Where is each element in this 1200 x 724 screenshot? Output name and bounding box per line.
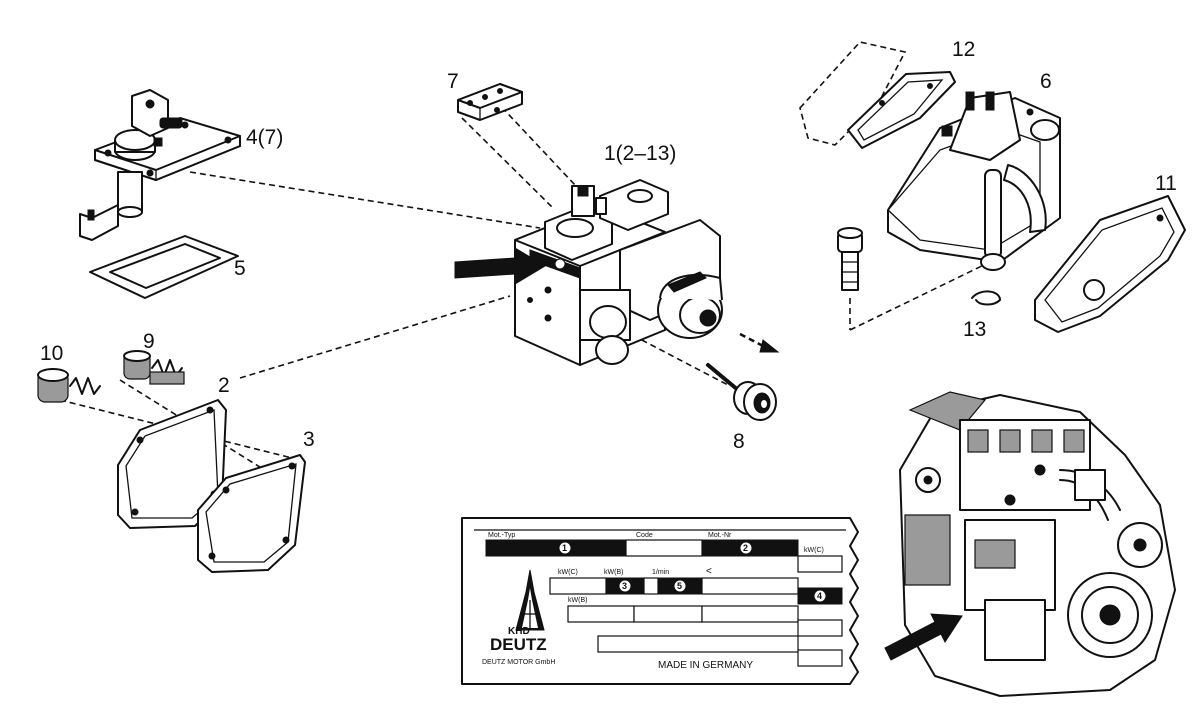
callout-3: 3 [303, 428, 315, 451]
direction-arrow [739, 332, 780, 353]
plate-label-kw2: kW(C) [558, 569, 578, 576]
callout-8: 8 [733, 430, 745, 453]
plate-marker-3: 3 [622, 581, 627, 591]
callout-11: 11 [1155, 172, 1177, 195]
part-13-clip [971, 290, 1001, 306]
pointer-arrow-engine [884, 613, 963, 661]
part-10-plug [37, 368, 101, 403]
part-11-plate [1034, 195, 1186, 333]
callout-4: 4(7) [246, 126, 283, 149]
part-main-pump-body [514, 179, 723, 366]
plate-company: DEUTZ MOTOR GmbH [482, 659, 555, 666]
callout-10: 10 [40, 342, 63, 365]
part-12-gasket [847, 71, 956, 149]
plate-label-kw3: kW(B) [604, 569, 623, 576]
plate-label-mot-typ: Mot.-Typ [488, 532, 515, 539]
deutz-cathedral-logo [515, 569, 545, 631]
part-plunger [837, 227, 863, 291]
callout-5: 5 [234, 257, 246, 280]
part-6-housing [887, 91, 1061, 271]
engine-illustration [899, 391, 1176, 697]
plate-marker-4: 4 [817, 591, 822, 601]
callout-1: 1(2–13) [604, 142, 676, 165]
plate-marker-2: 2 [743, 543, 748, 553]
nameplate: Mot.-Typ Code Mot.-Nr kW(C) kW(C) kW(B) … [461, 517, 859, 685]
callout-labels: 1(2–13) 2 3 4(7) 5 6 7 8 9 10 11 12 13 [40, 38, 1177, 453]
callout-7: 7 [447, 70, 459, 93]
callout-13: 13 [963, 318, 986, 341]
plate-label-kwb: kW(B) [568, 597, 587, 604]
part-7-block [457, 83, 523, 121]
plate-label-rpm: 1/min [652, 569, 669, 576]
plate-label-kw: kW(C) [804, 547, 824, 554]
plate-label-arrow: < [706, 566, 712, 577]
plate-label-code: Code [636, 532, 653, 539]
plate-marker-1: 1 [562, 543, 567, 553]
part-governor-cover [79, 89, 241, 241]
plate-marker-5: 5 [677, 581, 682, 591]
callout-2: 2 [218, 374, 230, 397]
part-12-gasket-dashed [799, 41, 907, 146]
pointer-arrow-pump [454, 247, 546, 285]
plate-brand: DEUTZ [490, 635, 547, 654]
part-gasket-5 [89, 235, 239, 299]
part-8-drive-shaft [706, 363, 777, 421]
plate-brand-top: KHD [508, 626, 530, 637]
part-3-cover-plate [197, 454, 306, 573]
part-9-plug [123, 350, 185, 385]
plate-made-in: MADE IN GERMANY [658, 660, 753, 671]
callout-12: 12 [952, 38, 975, 61]
callout-9: 9 [143, 330, 155, 353]
callout-6: 6 [1040, 70, 1052, 93]
plate-label-mot-nr: Mot.-Nr [708, 532, 732, 539]
